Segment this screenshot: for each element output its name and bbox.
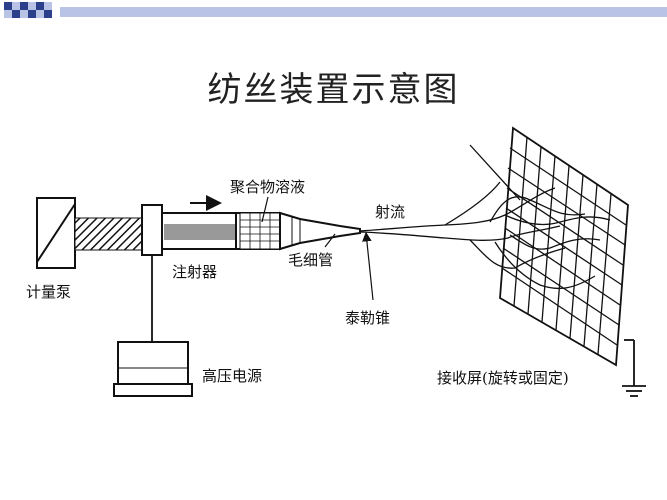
label-taylor-cone: 泰勒锥 [345, 309, 390, 327]
label-hv-supply: 高压电源 [202, 367, 262, 385]
ground-icon [622, 339, 646, 397]
metering-pump [36, 197, 76, 269]
drive-shaft [74, 217, 144, 251]
decorative-checker-strip [4, 2, 667, 18]
label-jet: 射流 [375, 203, 405, 221]
label-polymer-solution: 聚合物溶液 [230, 178, 305, 196]
capillary-tip [279, 211, 361, 251]
label-syringe: 注射器 [172, 263, 217, 281]
label-metering-pump: 计量泵 [26, 283, 71, 301]
jet [359, 181, 611, 290]
collector-screen [469, 126, 629, 367]
hv-power-supply [113, 341, 193, 397]
polymer-solution [239, 212, 281, 250]
slide-title: 纺丝装置示意图 [207, 70, 460, 110]
label-collector: 接收屏(旋转或固定) [437, 369, 569, 387]
label-capillary: 毛细管 [288, 251, 333, 269]
plunger-clamp [141, 204, 163, 256]
